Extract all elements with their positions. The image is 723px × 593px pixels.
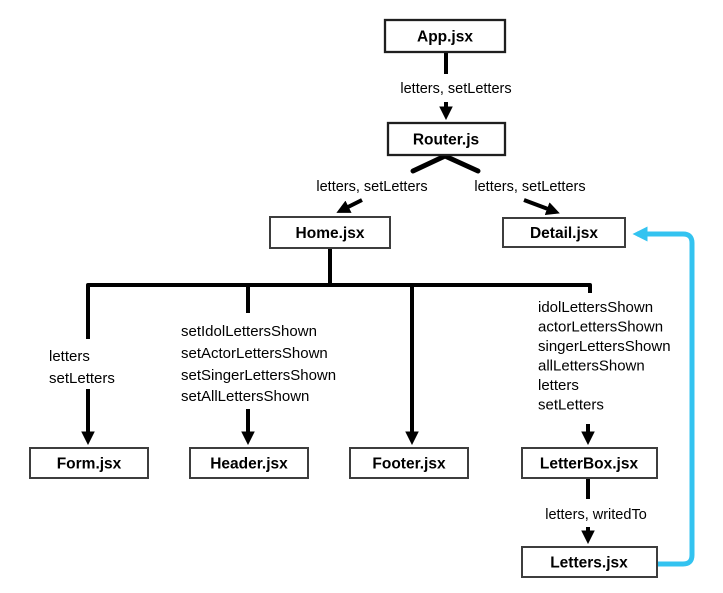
props-label: singerLettersShown [538,338,671,355]
props-label: letters [49,348,90,365]
edge-label-letterbox-letters: letters, writedTo [545,507,647,523]
node-app-label: App.jsx [417,29,473,46]
node-letterbox-label: LetterBox.jsx [540,456,639,473]
node-router-label: Router.js [413,132,479,149]
node-detail-label: Detail.jsx [530,225,598,242]
node-home: Home.jsx [269,216,391,249]
edge-branch-rail [86,283,592,339]
node-app-box [383,18,507,54]
node-home-label: Home.jsx [296,225,365,242]
props-label: letters [538,377,579,394]
props-label: actorLettersShown [538,319,663,336]
node-form: Form.jsx [29,447,149,479]
node-header-box [189,447,309,479]
node-header-label: Header.jsx [210,456,288,473]
node-detail-box [502,217,626,248]
node-footer: Footer.jsx [349,447,469,479]
node-letters-box [521,546,658,578]
edge-label-router-home: letters, setLetters [316,179,427,195]
edge-label-app-router: letters, setLetters [400,81,511,97]
node-letters-label: Letters.jsx [550,555,628,572]
node-form-box [29,447,149,479]
node-header: Header.jsx [189,447,309,479]
props-label: setIdolLettersShown [181,323,317,340]
node-footer-box [349,447,469,479]
props-label: setActorLettersShown [181,345,328,362]
node-router-box [386,121,507,157]
edge-label-home-header: setIdolLettersShown setActorLettersShown… [181,323,336,405]
edge-letters-detail-feedback [632,226,695,567]
props-label: allLettersShown [538,358,645,375]
props-label: idolLettersShown [538,299,653,316]
edge-label-home-form: letters setLetters [49,348,115,387]
node-app: App.jsx [383,18,507,54]
node-letters: Letters.jsx [521,546,658,578]
props-label: setLetters [49,370,115,387]
edge-router-home-arrow [336,198,363,213]
node-letterbox: LetterBox.jsx [521,447,658,479]
props-label: setLetters [538,397,604,414]
edge-router-detail-arrow [523,198,560,216]
node-form-label: Form.jsx [57,456,122,473]
node-router: Router.js [386,121,507,157]
edge-router-fork [410,153,481,174]
node-home-box [269,216,391,249]
props-label: setAllLettersShown [181,388,309,405]
edge-label-router-detail: letters, setLetters [474,179,585,195]
props-label: setSingerLettersShown [181,367,336,384]
node-detail: Detail.jsx [502,217,626,248]
node-letterbox-box [521,447,658,479]
node-footer-label: Footer.jsx [372,456,446,473]
edge-label-home-letterbox: idolLettersShown actorLettersShown singe… [538,299,671,414]
